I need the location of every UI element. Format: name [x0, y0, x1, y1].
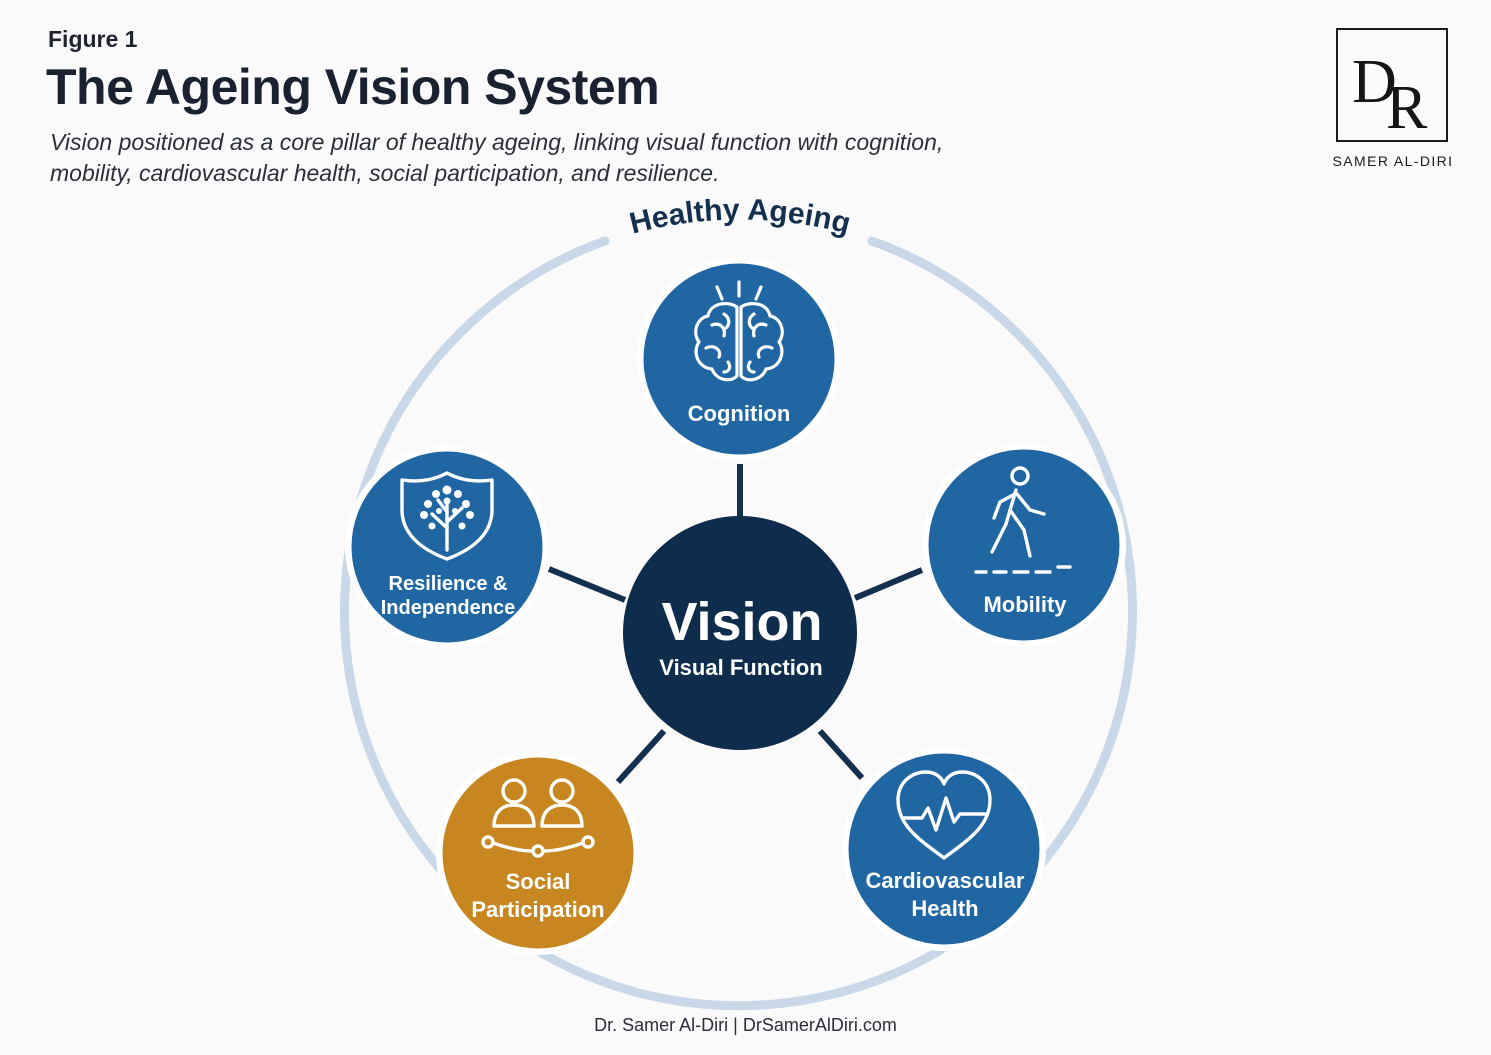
logo-letter-d: D — [1352, 48, 1397, 116]
dr-monogram-logo: D R — [1336, 28, 1448, 142]
figure-subtitle: Vision positioned as a core pillar of he… — [50, 129, 944, 186]
node-label-line: Mobility — [983, 592, 1067, 617]
node-resilience: Resilience &Independence — [345, 445, 549, 649]
footer-credit: Dr. Samer Al-Diri | DrSamerAlDiri.com — [594, 1015, 897, 1035]
node-label-line: Cognition — [688, 401, 791, 426]
ring-label: Healthy Ageing — [626, 193, 853, 240]
node-label-line: Participation — [471, 897, 604, 922]
connector-cardiovascular — [817, 729, 865, 780]
brain-icon — [694, 280, 784, 382]
people-network-icon — [481, 778, 595, 858]
center-subtitle: Visual Function — [659, 655, 822, 680]
logo-name: SAMER AL-DIRI — [1332, 153, 1454, 169]
node-mobility: Mobility — [922, 443, 1126, 647]
connector-resilience — [547, 566, 627, 603]
shield-tree-icon — [400, 471, 494, 561]
node-label-line: Independence — [381, 597, 515, 619]
node-label-line: Social — [506, 869, 571, 894]
node-cognition: Cognition — [637, 257, 841, 461]
logo-letter-r: R — [1386, 74, 1428, 140]
center-title: Vision — [661, 592, 822, 652]
figure-label: Figure 1 — [48, 26, 138, 52]
node-label-line: Cardiovascular — [866, 868, 1025, 893]
vision-center-node: Vision Visual Function — [623, 516, 857, 750]
connector-mobility — [853, 567, 924, 601]
tree-leaves — [420, 485, 474, 530]
page-title: The Ageing Vision System — [46, 59, 660, 115]
heart-pulse-icon — [896, 770, 992, 860]
node-label-line: Health — [911, 896, 978, 921]
walking-person-icon — [974, 466, 1072, 574]
node-label-resilience: Resilience &Independence — [381, 573, 515, 619]
node-label-mobility: Mobility — [983, 592, 1067, 617]
node-label-line: Resilience & — [389, 573, 508, 595]
connector-social — [615, 728, 667, 785]
node-label-cognition: Cognition — [688, 401, 791, 426]
connectors — [547, 464, 924, 785]
